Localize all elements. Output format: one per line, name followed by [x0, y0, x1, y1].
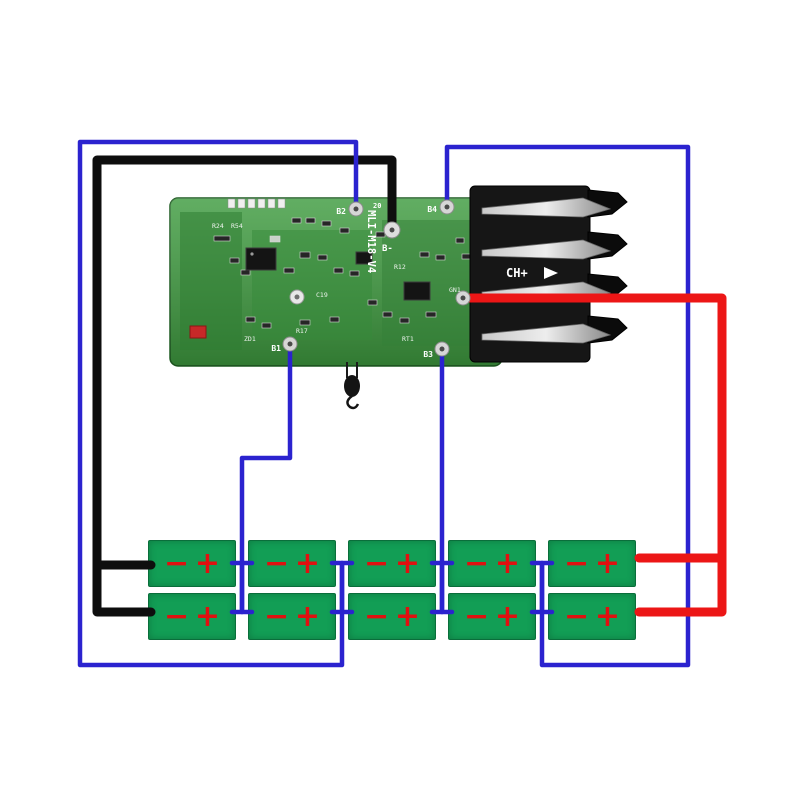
pad-label-b4: B4: [427, 205, 437, 214]
pad-label-b1: B1: [271, 344, 281, 353]
connector-print-label: CH+: [506, 266, 528, 280]
silkscreen-label: C19: [316, 291, 328, 299]
red-component: [189, 325, 207, 339]
pad-label-b3: B3: [423, 350, 433, 359]
cell-positive-terminal: +: [394, 545, 420, 581]
cell-negative-terminal: −: [364, 545, 390, 581]
battery-cell: − +: [248, 593, 336, 640]
cell-negative-terminal: −: [564, 545, 590, 581]
silkscreen-label: RT1: [402, 335, 414, 343]
battery-cell: − +: [148, 540, 236, 587]
silkscreen-label: R54: [231, 222, 243, 230]
battery-cell: − +: [248, 540, 336, 587]
wire-balance-b4: [444, 144, 691, 668]
cell-positive-terminal: +: [594, 598, 620, 634]
pad-b2: [348, 201, 364, 217]
cell-positive-terminal: +: [194, 545, 220, 581]
ic-chips: [245, 247, 431, 301]
cell-negative-terminal: −: [164, 598, 190, 634]
pad-ch-plus: [455, 290, 471, 306]
connector-arrow-icon: [544, 267, 558, 279]
battery-cell: − +: [348, 540, 436, 587]
cell-negative-terminal: −: [364, 598, 390, 634]
pad-b3: [434, 341, 450, 357]
smd-components: [213, 217, 471, 329]
solder-pads: [282, 199, 471, 357]
thermistor: [344, 362, 360, 410]
cell-positive-terminal: +: [494, 545, 520, 581]
cell-positive-terminal: +: [294, 598, 320, 634]
cell-negative-terminal: −: [264, 545, 290, 581]
cell-negative-terminal: −: [564, 598, 590, 634]
connector-contacts: [481, 197, 612, 344]
cell-positive-terminal: +: [494, 598, 520, 634]
pad-b4: [439, 199, 455, 215]
cell-negative-terminal: −: [264, 598, 290, 634]
balance-connector-footprint: [227, 198, 286, 209]
cell-positive-terminal: +: [194, 598, 220, 634]
pad-label-b2: B2: [336, 207, 346, 216]
battery-cell: − +: [148, 593, 236, 640]
battery-cell: − +: [448, 540, 536, 587]
connector-fins: [587, 189, 628, 344]
cell-negative-terminal: −: [464, 545, 490, 581]
board-top-number: 20: [373, 202, 381, 210]
silkscreen-label: R17: [296, 327, 308, 335]
cell-positive-terminal: +: [594, 545, 620, 581]
battery-cell: − +: [548, 593, 636, 640]
board-labels: B2 B4 B- B1 B3 20 MLI-M18-V4 R24 R54 C19…: [212, 202, 461, 359]
cell-positive-terminal: +: [394, 598, 420, 634]
pad-label-b-minus: B-: [382, 244, 393, 254]
pad-b1: [282, 336, 298, 352]
cell-negative-terminal: −: [464, 598, 490, 634]
board-model-label: MLI-M18-V4: [365, 210, 377, 273]
pad-b-minus: [383, 221, 401, 239]
silkscreen-label: R12: [394, 263, 406, 271]
cell-positive-terminal: +: [294, 545, 320, 581]
silkscreen-label: ZD1: [244, 335, 256, 343]
mounting-hole: [289, 289, 305, 305]
pack-connector: CH+: [469, 185, 628, 363]
silkscreen-label: R24: [212, 222, 224, 230]
battery-cell: − +: [348, 593, 436, 640]
battery-cell: − +: [548, 540, 636, 587]
battery-cell: − +: [448, 593, 536, 640]
cell-negative-terminal: −: [164, 545, 190, 581]
bms-pcb-board: [169, 197, 503, 410]
silkscreen-label: GN1: [449, 286, 461, 294]
